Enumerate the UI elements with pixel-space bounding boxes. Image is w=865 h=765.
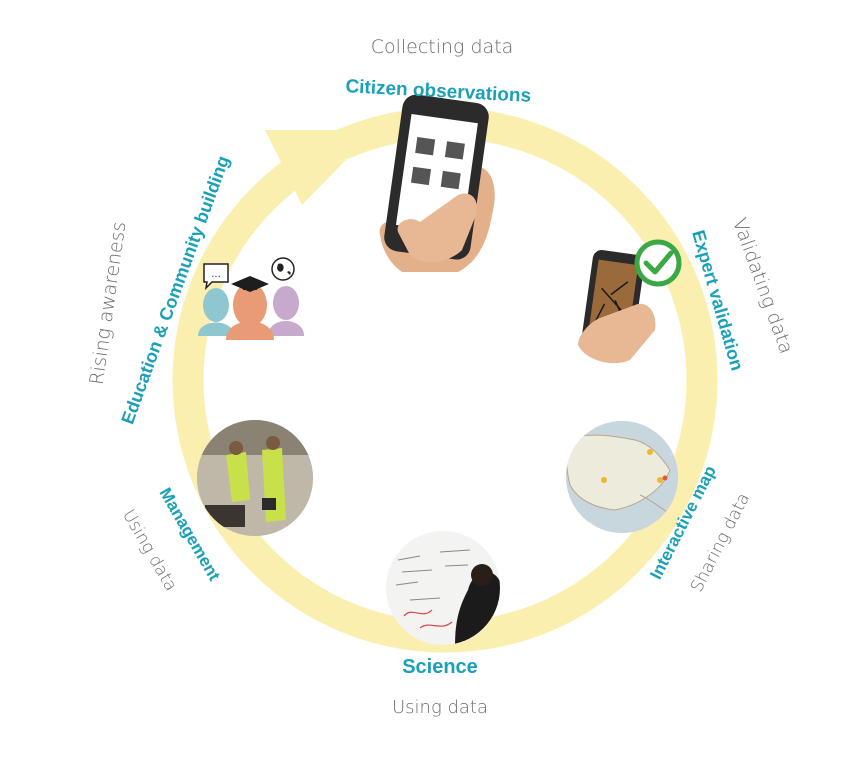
science-activity-label: Using data [392, 697, 488, 718]
field-work-photo-icon [197, 420, 313, 536]
ring-arrow-head [265, 130, 375, 205]
people-community-icon: ... [198, 257, 304, 340]
whiteboard-photo-icon [386, 531, 500, 645]
speech-bubble-text: ... [211, 269, 221, 280]
rising-awareness-label: Rising awareness [86, 220, 131, 386]
map-photo-icon [566, 421, 678, 533]
mosquito-phone-check-icon [578, 239, 682, 364]
collecting-activity-label: Collecting data [371, 36, 514, 58]
science-label: Science [402, 656, 478, 678]
smartphone-app-icon [379, 94, 495, 272]
checkmark-icon [634, 239, 682, 287]
